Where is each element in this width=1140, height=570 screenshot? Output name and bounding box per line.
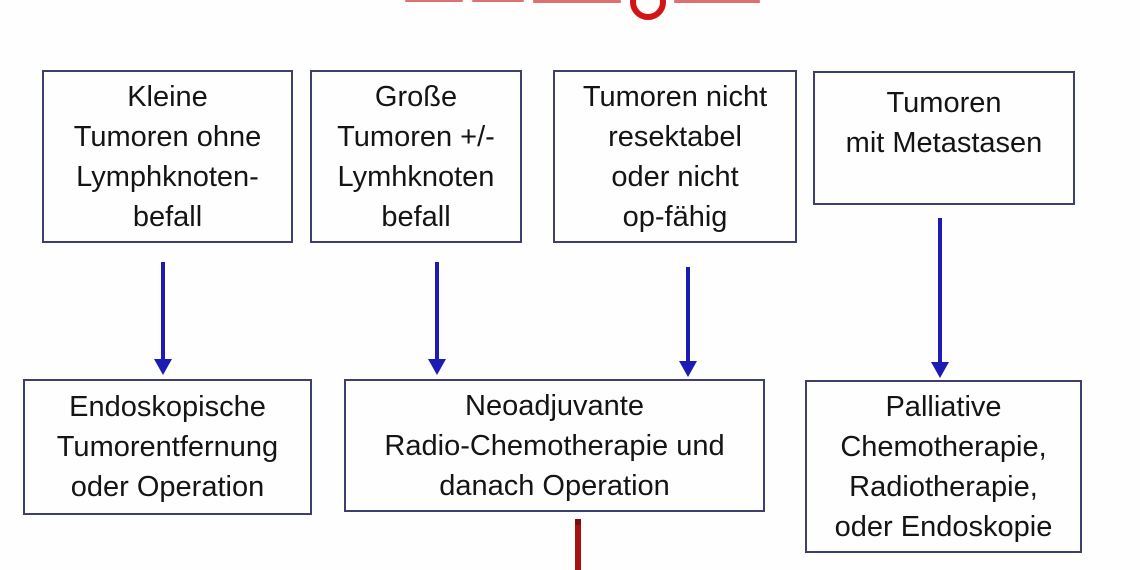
title-letter-bottom-segment: [405, 0, 463, 2]
node-text-line: op-fähig: [622, 200, 728, 233]
node-text-line: mit Metastasen: [845, 127, 1043, 159]
node-tumoren-mit-metastasen: Tumoren mit Metastasen: [813, 71, 1075, 205]
node-text-line: Radiotherapie,: [849, 470, 1038, 503]
arrow-down-icon: [154, 262, 172, 375]
arrow-head: [679, 361, 697, 377]
node-text-line: resektabel: [608, 120, 742, 153]
node-text-line: Große: [374, 80, 458, 113]
node-text-line: befall: [132, 200, 203, 233]
arrow-head: [931, 362, 949, 378]
node-text-line: Neoadjuvante: [465, 389, 644, 422]
node-neoadjuvante-radiochemotherapie: Neoadjuvante Radio-Chemotherapie und dan…: [344, 379, 765, 512]
title-letter-bottom-segment: [674, 0, 760, 3]
node-text-line: Tumorentfernung: [56, 431, 279, 463]
node-grosse-tumoren: Große Tumoren +/- Lymhknoten befall: [310, 70, 522, 243]
title-letter-bottom-segment: [472, 0, 524, 2]
node-text-line: Tumoren +/-: [337, 120, 495, 153]
node-text-line: danach Operation: [439, 469, 670, 502]
node-text-line: Radio-Chemotherapie und: [384, 429, 725, 462]
arrow-down-icon: [428, 262, 446, 375]
title-g-descender-loop: [630, 0, 666, 20]
node-palliative-therapie: Palliative Chemotherapie, Radiotherapie,…: [805, 380, 1082, 553]
arrow-down-icon: [931, 218, 949, 378]
node-text-line: oder Operation: [70, 471, 265, 503]
continuation-line: [575, 519, 581, 570]
node-text-line: Lymphknoten-: [76, 160, 259, 193]
cropped-title-fragment: [0, 0, 1140, 20]
title-letter-bottom-segment: [533, 0, 621, 3]
node-text-line: Endoskopische: [69, 391, 266, 423]
arrow-head: [154, 359, 172, 375]
node-text-line: Tumoren: [886, 87, 1002, 119]
node-kleine-tumoren: Kleine Tumoren ohne Lymphknoten- befall: [42, 70, 293, 243]
arrow-shaft: [938, 218, 942, 364]
node-text-line: oder Endoskopie: [834, 510, 1053, 543]
node-text-line: Chemotherapie,: [840, 430, 1047, 463]
node-text-line: oder nicht: [611, 160, 739, 193]
node-text-line: Tumoren nicht: [582, 80, 768, 113]
arrow-shaft: [686, 267, 690, 363]
node-tumoren-nicht-resektabel: Tumoren nicht resektabel oder nicht op-f…: [553, 70, 797, 243]
arrow-head: [428, 359, 446, 375]
arrow-shaft: [435, 262, 439, 361]
node-text-line: Tumoren ohne: [73, 120, 262, 153]
node-text-line: Lymhknoten: [337, 160, 495, 193]
node-endoskopische-tumorentfernung: Endoskopische Tumorentfernung oder Opera…: [23, 379, 312, 515]
node-text-line: Palliative: [885, 390, 1002, 423]
arrow-down-icon: [679, 267, 697, 377]
arrow-shaft: [161, 262, 165, 361]
node-text-line: befall: [381, 200, 451, 233]
node-text-line: Kleine: [127, 80, 208, 113]
